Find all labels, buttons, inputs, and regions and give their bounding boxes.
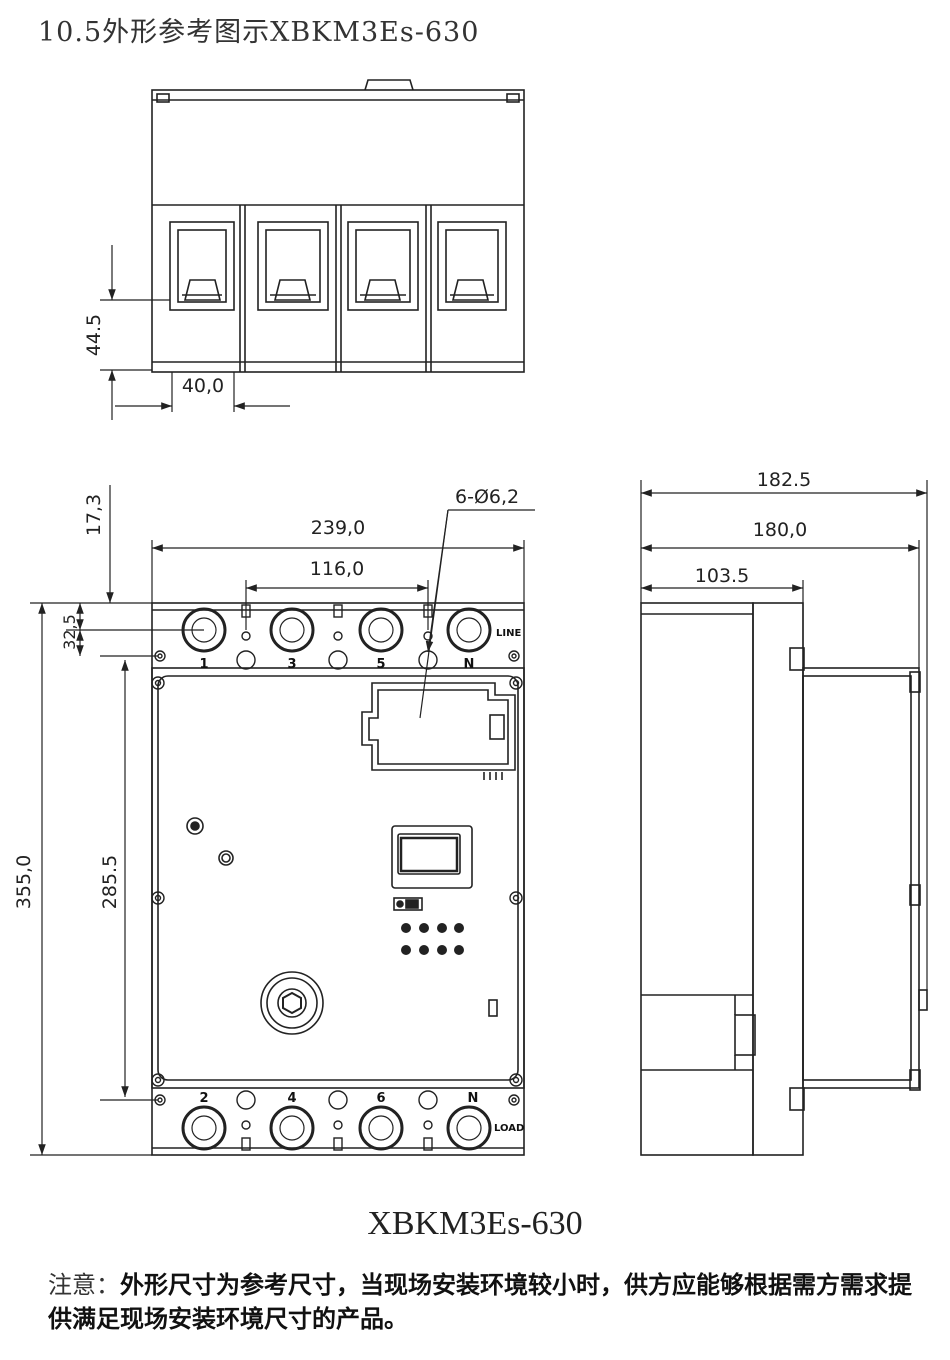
dim-top-height: 44.5 [83, 314, 105, 356]
side-view-dimensions [640, 480, 928, 990]
terminal-label: 3 [287, 657, 296, 672]
dim-32: 32,5 [60, 614, 79, 650]
indicator-dots [401, 923, 464, 955]
side-view [640, 602, 928, 1156]
terminal-window [169, 221, 235, 311]
dim-17: 17,3 [83, 494, 105, 536]
load-tag: LOAD [494, 1123, 524, 1134]
dim-180: 180,0 [753, 519, 807, 541]
top-view-dimensions [100, 245, 290, 420]
note: 注意：外形尺寸为参考尺寸，当现场安装环境较小时，供方应能够根据需方需求提供满足现… [48, 1268, 928, 1336]
corner-screws [151, 650, 523, 1106]
terminal-label: 5 [376, 657, 385, 672]
dim-holes: 6-Ø6,2 [455, 486, 519, 508]
note-text: 外形尺寸为参考尺寸，当现场安装环境较小时，供方应能够根据需方需求提供满足现场安装… [48, 1271, 912, 1333]
model-caption: XBKM3Es-630 [367, 1205, 583, 1242]
dim-285: 285.5 [99, 855, 121, 909]
terminal-label: N [464, 657, 475, 672]
terminal-window [347, 221, 419, 311]
outline-drawing: 44.5 40,0 [13, 79, 928, 1156]
line-tag: LINE [496, 628, 521, 639]
mounting-holes [236, 604, 438, 1151]
terminal-label: 2 [199, 1091, 208, 1106]
terminal-window [437, 221, 507, 311]
dim-116: 116,0 [310, 558, 364, 580]
page-title: 10.5外形参考图示XBKM3Es-630 [38, 17, 480, 48]
dim-355: 355,0 [13, 855, 35, 909]
top-view [151, 79, 525, 373]
dim-182: 182.5 [757, 469, 811, 491]
terminal-label: 6 [376, 1091, 385, 1106]
dim-103: 103.5 [695, 565, 749, 587]
terminal-label: N [468, 1091, 479, 1106]
terminal-window [257, 221, 329, 311]
note-label: 注意： [48, 1271, 120, 1299]
dim-top-width: 40,0 [182, 375, 224, 397]
terminal-label: 1 [199, 657, 208, 672]
dim-239: 239,0 [311, 517, 365, 539]
front-view [151, 602, 525, 1156]
terminal-label: 4 [287, 1091, 296, 1106]
front-view-dimensions [30, 485, 535, 1156]
